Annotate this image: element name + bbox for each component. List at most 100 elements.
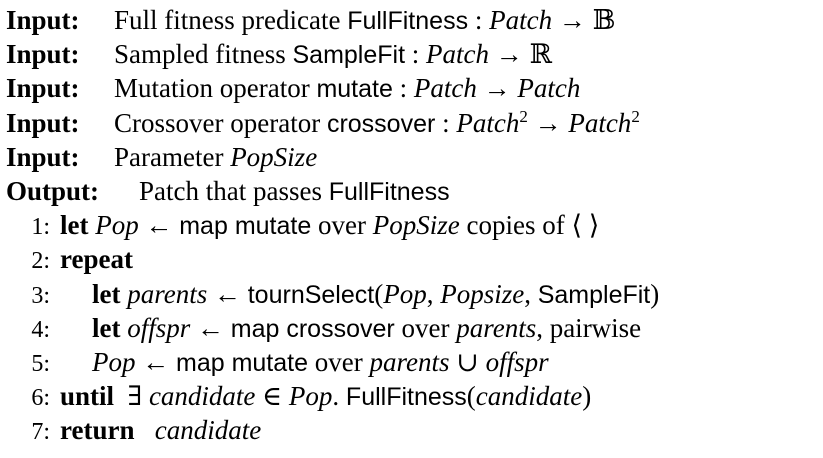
step-1: 1: let Pop ← map mutate over PopSize copi… (6, 208, 821, 242)
input-label: Input: (6, 39, 80, 70)
param-name: PopSize (230, 141, 318, 172)
return-gap (135, 415, 155, 445)
op-map-crossover: map crossover (230, 314, 395, 343)
output-desc: Patch that passes (139, 175, 322, 206)
input-fn: FullFitness (347, 7, 469, 35)
input-line-popsize: Input: Parameter PopSize (6, 140, 821, 174)
arg-pop: Pop (383, 278, 427, 309)
var-offspr: offspr (127, 312, 191, 343)
arg-parents: parents (369, 346, 450, 377)
input-label: Input: (6, 73, 80, 104)
arg-parents: parents (456, 312, 537, 343)
comma: , (524, 278, 538, 309)
input-label: Input: (6, 5, 80, 35)
sig-domain: Patch (489, 5, 553, 35)
keyword-let: let (92, 312, 121, 343)
text-pairwise: , pairwise (536, 312, 642, 343)
sig-colon: : (392, 73, 414, 104)
input-fn: crossover (326, 109, 436, 138)
sig-codomain: Patch (517, 73, 581, 104)
input-line-samplefit: Input:Sampled fitness SampleFit : Patch … (6, 37, 821, 71)
sig-domain: Patch (426, 39, 490, 70)
input-fn: SampleFit (292, 41, 406, 70)
input-label: Input: (6, 107, 80, 138)
exists-symbol: ∃ (114, 381, 149, 412)
assign-arrow: ← (135, 346, 176, 377)
paren-open: ( (466, 381, 476, 412)
op-map-mutate: map mutate (176, 348, 309, 377)
param-desc: Parameter (114, 141, 224, 172)
sig-domain: Patch (413, 73, 477, 104)
arg-samplefit: SampleFit (537, 280, 651, 309)
set-pop: Pop (288, 381, 333, 412)
paren-open: ( (374, 278, 384, 309)
sig-domain-exponent: 2 (519, 106, 528, 126)
line-number: 1: (31, 214, 50, 241)
keyword-until: until (60, 381, 115, 412)
line-number: 5: (31, 350, 50, 377)
sig-colon: : (435, 107, 457, 138)
step-5: 5: Pop ← map mutate over parents ∪ offspr (6, 345, 821, 379)
op-map-mutate: map mutate (179, 212, 312, 241)
fn-tournselect: tournSelect (247, 280, 375, 309)
var-pop: Pop (95, 210, 139, 241)
keyword-let: let (60, 210, 89, 241)
input-label: Input: (6, 141, 80, 172)
line-number: 4: (31, 316, 50, 343)
fn-fullfitness: FullFitness (345, 383, 467, 412)
assign-arrow: ← (138, 210, 180, 241)
assign-arrow: ← (190, 312, 231, 343)
comma: , (426, 278, 441, 309)
sig-codomain: 𝔹 (592, 5, 616, 35)
output-fn: FullFitness (328, 177, 450, 206)
assign-arrow: ← (207, 278, 248, 309)
sig-colon: : (405, 39, 427, 70)
var-candidate: candidate (148, 381, 256, 412)
paren-close: ) (650, 278, 660, 309)
input-line-crossover: Input: Crossover operator crossover : Pat… (6, 106, 821, 140)
sig-codomain-exponent: 2 (631, 106, 640, 126)
arg-candidate: candidate (475, 381, 583, 412)
line-number: 7: (31, 419, 50, 446)
input-desc: Sampled fitness (114, 39, 286, 70)
text-copies: copies of ⟨ ⟩ (459, 210, 600, 241)
step-3: 3: let parents ← tournSelect(Pop, Popsize… (6, 277, 821, 311)
var-pop: Pop (92, 346, 136, 377)
paren-close: ) (582, 381, 592, 412)
arg-offspr: offspr (485, 346, 549, 377)
algorithm-block: Input: Full fitness predicate FullFitness… (6, 3, 821, 447)
output-label: Output: (6, 175, 100, 206)
line-number: 6: (31, 385, 50, 412)
text-over: over (308, 346, 370, 377)
input-desc: Full fitness predicate (114, 5, 341, 35)
sig-arrow: → (527, 107, 569, 138)
input-desc: Mutation operator (114, 73, 310, 104)
sig-codomain: Patch (568, 107, 632, 138)
step-6: 6:until ∃ candidate ∈ Pop. FullFitness(c… (6, 379, 821, 413)
param-popsize: PopSize (372, 210, 460, 241)
dot: . (332, 381, 346, 412)
keyword-let: let (92, 278, 121, 309)
keyword-repeat: repeat (60, 244, 133, 275)
var-parents: parents (127, 278, 208, 309)
step-7: 7: return candidate (6, 413, 821, 447)
arg-popsize: Popsize (440, 278, 525, 309)
sig-arrow: → (489, 39, 530, 70)
sig-colon: : (468, 5, 490, 35)
text-over: over (311, 210, 373, 241)
sig-domain: Patch (456, 107, 520, 138)
text-over: over (394, 312, 457, 343)
sig-arrow: → (552, 5, 593, 35)
in-symbol: ∈ (255, 381, 289, 412)
input-fn: mutate (316, 75, 393, 104)
var-candidate: candidate (154, 415, 262, 446)
sig-arrow: → (476, 73, 518, 104)
step-2: 2: repeat (6, 242, 821, 276)
line-number: 2: (31, 248, 50, 275)
union-symbol: ∪ (449, 346, 486, 377)
line-number: 3: (31, 282, 50, 309)
input-line-mutate: Input: Mutation operator mutate : Patch →… (6, 71, 821, 105)
input-desc: Crossover operator (114, 107, 321, 138)
sig-codomain: ℝ (529, 39, 552, 70)
keyword-return: return (60, 415, 135, 446)
